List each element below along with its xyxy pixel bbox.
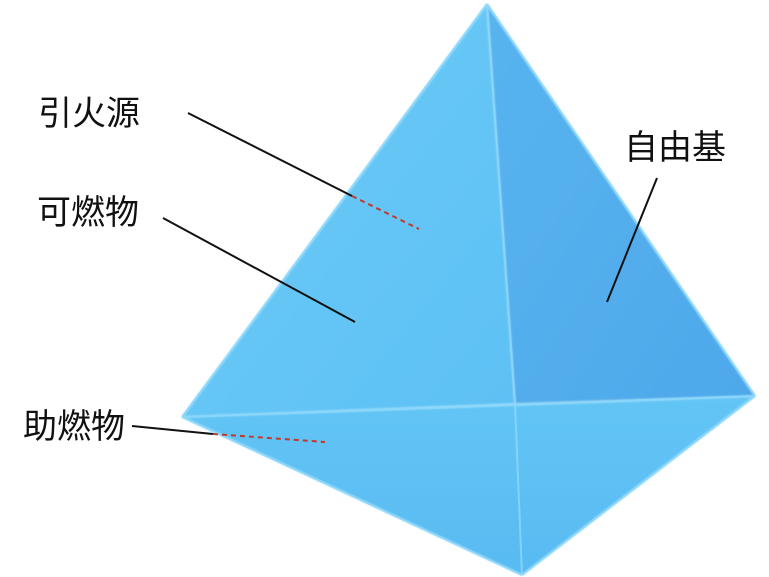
leader-line-free-radical — [606, 177, 658, 303]
leader-lines — [131, 112, 658, 435]
leader-line-oxidizer — [131, 425, 214, 435]
leader-line-ignition — [187, 112, 353, 197]
label-oxidizer: 助燃物 — [23, 407, 125, 447]
hidden-leader-lines — [212, 195, 420, 443]
tetrahedron-face-bottom — [182, 396, 755, 575]
label-ignition-source: 引火源 — [38, 94, 140, 134]
hidden-leader-oxidizer — [212, 433, 326, 443]
label-combustible: 可燃物 — [37, 193, 139, 233]
leader-line-combustible — [162, 217, 356, 323]
hidden-leader-ignition — [351, 195, 420, 230]
label-free-radical: 自由基 — [624, 128, 726, 168]
tetrahedron-face-left — [182, 4, 515, 417]
tetrahedron-edges — [181, 3, 756, 576]
tetrahedron-face-right — [487, 4, 755, 404]
